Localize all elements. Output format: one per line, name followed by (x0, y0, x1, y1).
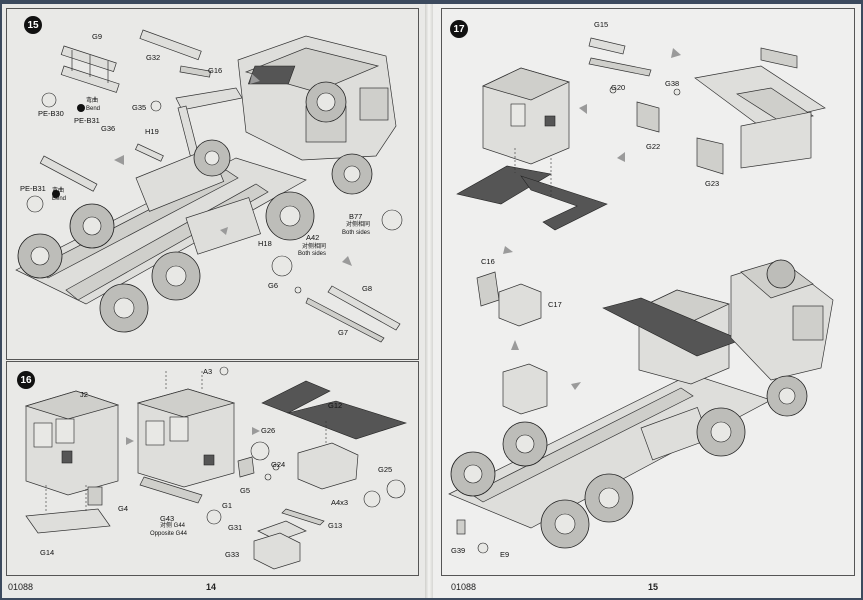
shelter-box-assembled (136, 388, 236, 488)
label-a42: A42 (306, 233, 320, 242)
label-g4: G4 (118, 504, 129, 513)
label-g43: G43 (160, 514, 175, 523)
page-number-right: 15 (648, 582, 659, 592)
step-17-panel (441, 8, 855, 576)
step-15-panel (6, 8, 419, 360)
label-g25: G25 (378, 465, 393, 474)
label-g16: G16 (208, 66, 223, 75)
label-a3: A3 (203, 367, 213, 376)
assembled-truck (448, 259, 834, 549)
label-pe-b30: PE-B30 (38, 109, 64, 118)
label-pe-b31-bottom: PE-B31 (20, 184, 46, 193)
step-15-drawing (15, 29, 403, 343)
label-g32: G32 (146, 53, 161, 62)
page-number-left: 14 (206, 582, 217, 592)
label-bend-1: Bend (86, 106, 101, 112)
label-both-sides-cn-1: 对侧相同 (346, 222, 371, 228)
label-bend-2: Bend (52, 196, 67, 202)
wheels (17, 139, 373, 333)
label-j2: J2 (80, 390, 88, 399)
label-g14: G14 (40, 548, 55, 557)
label-opposite: Opposite G44 (150, 531, 188, 537)
label-g9: G9 (92, 32, 103, 41)
step-16-drawing (24, 366, 407, 570)
label-g6: G6 (268, 281, 279, 290)
label-both-sides-1: Both sides (342, 230, 371, 236)
label-g24: G24 (271, 460, 286, 469)
shelter-box-j2 (24, 390, 120, 496)
label-both-sides-2: Both sides (298, 251, 327, 257)
step-17-badge: 17 (450, 20, 468, 38)
label-h19: H19 (145, 127, 159, 136)
label-b77: B77 (349, 212, 363, 221)
label-e9: E9 (500, 550, 510, 559)
label-g31: G31 (228, 523, 243, 532)
label-g33: G33 (225, 550, 240, 559)
label-g7: G7 (338, 328, 349, 337)
truck-cab (237, 35, 397, 161)
label-g20: G20 (611, 83, 626, 92)
label-g1: G1 (222, 501, 233, 510)
label-g12: G12 (328, 401, 343, 410)
grating-platform-g12 (261, 380, 407, 440)
label-g36: G36 (101, 124, 116, 133)
label-g22: G22 (646, 142, 661, 151)
ladder-part (60, 45, 120, 93)
container-box (482, 67, 570, 165)
label-pe-b31-top: PE-B31 (74, 116, 100, 125)
label-g35: G35 (132, 103, 147, 112)
label-bend-cn-2: 弯曲 (52, 188, 65, 194)
step-15-badge: 15 (24, 16, 42, 34)
label-h18: H18 (258, 239, 272, 248)
footer-code-left: 01088 (8, 582, 34, 592)
label-g15: G15 (594, 20, 609, 29)
label-a4x3: A4x3 (331, 498, 349, 507)
label-g8: G8 (362, 284, 373, 293)
label-bend-cn-1: 弯曲 (86, 98, 99, 104)
label-c16: C16 (481, 257, 495, 266)
label-g23: G23 (705, 179, 720, 188)
label-both-sides-cn-2: 对侧相同 (302, 244, 327, 250)
label-g26: G26 (261, 426, 276, 435)
label-opposite-cn: 对侧 G44 (160, 523, 186, 529)
step-17-drawing (448, 37, 834, 554)
book-spine (425, 4, 433, 598)
label-g38: G38 (665, 79, 680, 88)
label-g39: G39 (451, 546, 466, 555)
rear-platform-frame (694, 47, 826, 169)
label-g5: G5 (240, 486, 251, 495)
footer-code-right: 01088 (451, 582, 477, 592)
step-16-panel (6, 361, 419, 576)
step-16-badge: 16 (17, 371, 35, 389)
label-c17: C17 (548, 300, 562, 309)
label-g13: G13 (328, 521, 343, 530)
